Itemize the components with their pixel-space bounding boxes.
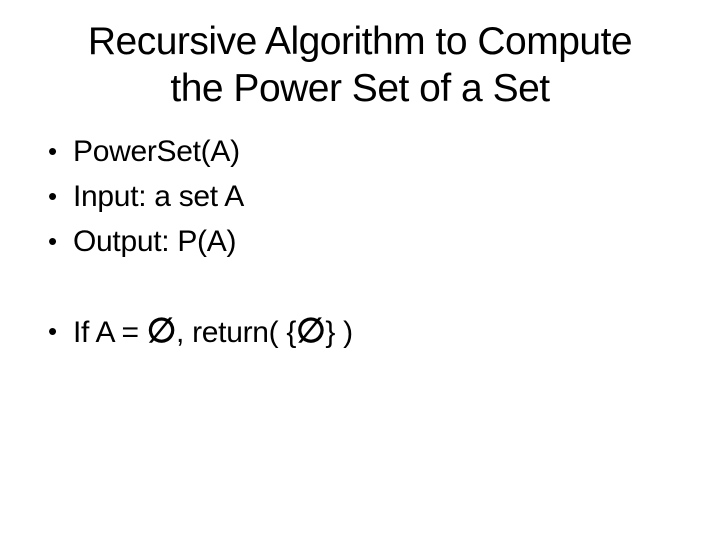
empty-set-symbol: ∅	[146, 312, 177, 350]
empty-set-symbol: ∅	[296, 312, 326, 350]
bullet-item-output: • Output: P(A)	[40, 219, 700, 264]
slide-title-line2: the Power Set of a Set	[170, 67, 550, 110]
bullet-text: Input: a set A	[73, 180, 244, 213]
bullet-icon: •	[48, 136, 57, 166]
bullet-icon: •	[48, 316, 57, 346]
bullet-text: Output: P(A)	[73, 225, 237, 258]
bullet-item-powerset: • PowerSet(A)	[40, 129, 700, 174]
slide-title: Recursive Algorithm to Compute the Power…	[30, 18, 690, 112]
formula-segment: If A =	[73, 316, 147, 349]
bullet-item-formula: •If A = ∅, return( {∅} )	[40, 309, 700, 355]
blank-line	[40, 264, 700, 309]
bullet-item-input: • Input: a set A	[40, 174, 700, 219]
slide-title-line1: Recursive Algorithm to Compute	[87, 20, 633, 63]
bullet-icon: •	[48, 226, 57, 256]
bullet-list: • PowerSet(A) • Input: a set A • Output:…	[40, 129, 700, 355]
formula-text: If A = ∅, return( {∅} )	[73, 312, 353, 350]
formula-segment: , return( {	[176, 316, 297, 349]
formula-segment: } )	[325, 316, 353, 349]
bullet-icon: •	[48, 181, 57, 211]
bullet-text: PowerSet(A)	[73, 135, 240, 168]
